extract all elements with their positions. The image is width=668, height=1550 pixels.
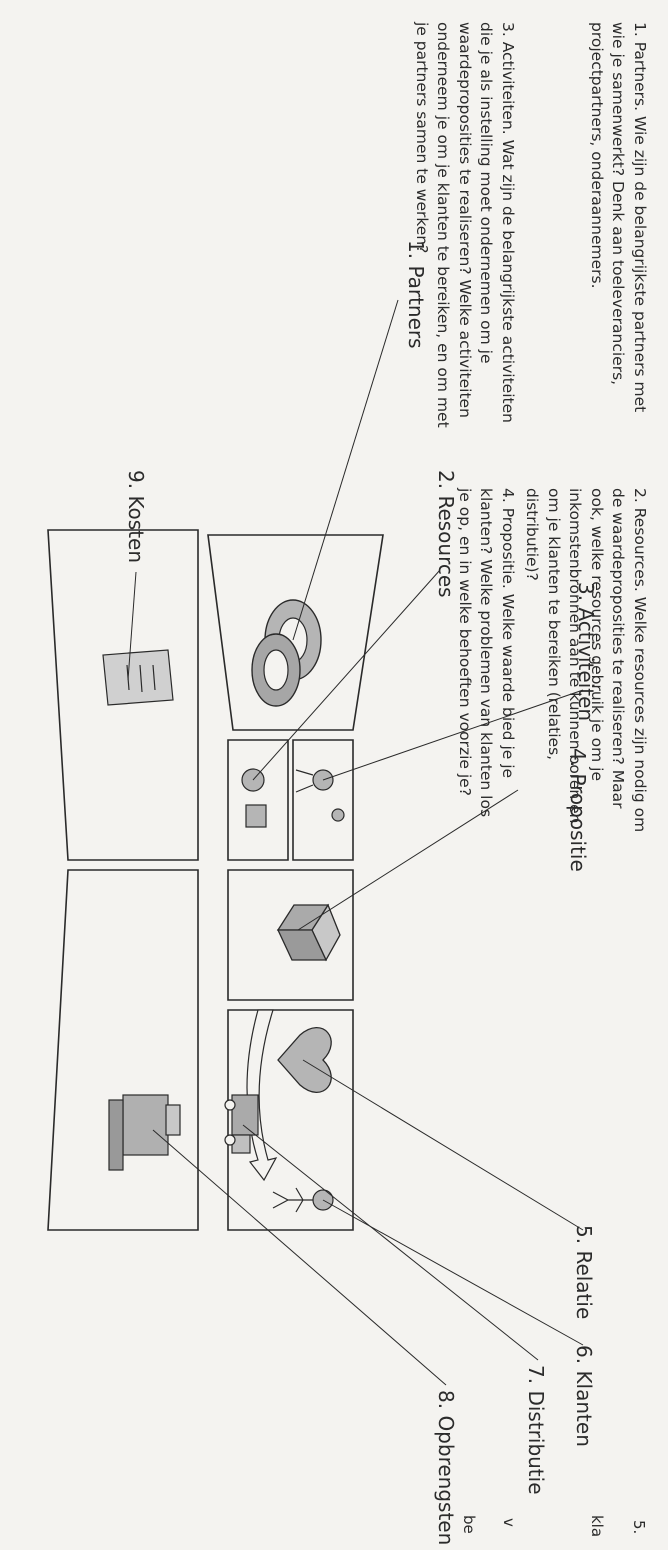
leader-distributie: [242, 1124, 539, 1361]
leader-resources: [252, 569, 441, 781]
panel-opbrengsten: [47, 869, 199, 1231]
cube-icon: [276, 903, 341, 962]
leader-partners: [292, 299, 399, 641]
label-partners: 1. Partners: [404, 240, 428, 349]
leader-propositie: [297, 789, 519, 931]
leader-klanten: [322, 1199, 584, 1346]
panel-resources: [227, 739, 289, 861]
leader-opbrengsten: [152, 1129, 447, 1386]
leader-relatie: [302, 1059, 584, 1231]
leader-kosten: [127, 571, 137, 681]
cash-register-icon: [108, 1094, 181, 1171]
label-distributie: 7. Distributie: [524, 1365, 548, 1495]
panel-activiteiten: [292, 739, 354, 861]
heart-icon: [277, 1027, 332, 1093]
panel-propositie: [227, 869, 354, 1001]
panel-kosten: [47, 529, 199, 861]
bill-icon: [102, 649, 174, 706]
truck-icon: [224, 1094, 259, 1154]
rings-icon: [251, 599, 322, 707]
arrow-icon: [246, 1009, 278, 1182]
label-kosten: 9. Kosten: [124, 470, 148, 564]
label-propositie: 4. Propositie: [566, 748, 590, 872]
leader-activiteiten: [322, 689, 584, 781]
label-resources: 2. Resources: [434, 470, 458, 598]
label-opbrengsten: 8. Opbrengsten: [434, 1390, 458, 1546]
panel-partners: [207, 534, 384, 731]
label-klanten: 6. Klanten: [572, 1345, 596, 1447]
label-relatie: 5. Relatie: [572, 1225, 596, 1320]
label-activiteiten: 3. Activiteiten: [574, 582, 598, 722]
